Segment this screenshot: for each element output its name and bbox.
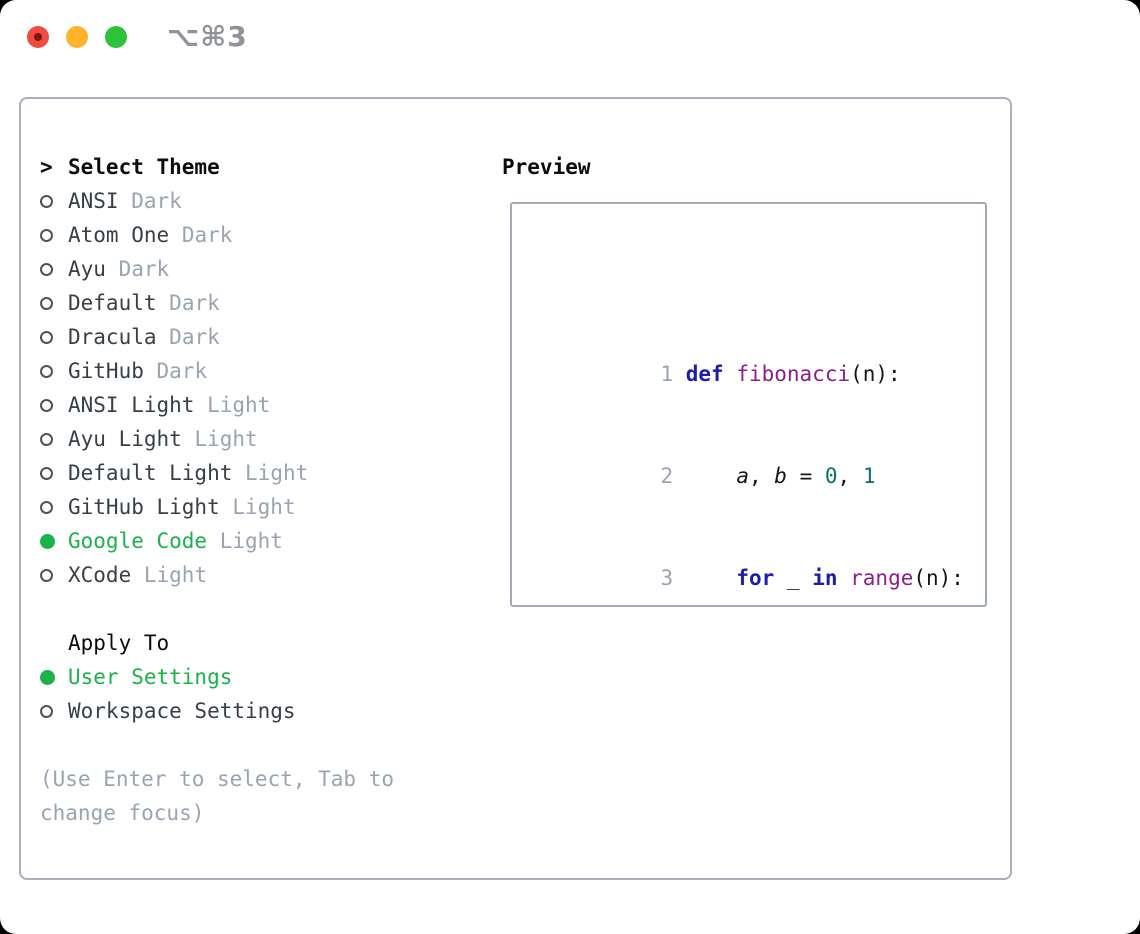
minimize-button-icon[interactable] [66, 26, 88, 48]
radio-unselected-icon [40, 568, 53, 582]
code-line: 1 def fibonacci(n): [660, 362, 901, 386]
close-button-icon[interactable] [27, 26, 49, 48]
code-preview: 1 def fibonacci(n): 2 a, b = 0, 1 3 for … [534, 255, 985, 605]
preview-pane: 1 def fibonacci(n): 2 a, b = 0, 1 3 for … [510, 202, 987, 607]
apply-to-header: Apply To [40, 626, 490, 660]
spacer [40, 728, 490, 762]
focus-caret-icon: > [40, 155, 53, 179]
radio-unselected-icon [40, 364, 53, 378]
radio-unselected-icon [40, 194, 53, 208]
theme-list-title: Select Theme [68, 155, 220, 179]
spacer [40, 592, 490, 626]
apply-option-workspace-settings[interactable]: Workspace Settings [40, 694, 490, 728]
help-text-line1: (Use Enter to select, Tab to [40, 767, 395, 791]
window-title: ⌥⌘3 [167, 20, 248, 53]
help-text-line2: change focus) [40, 801, 205, 825]
radio-unselected-icon [40, 228, 53, 242]
preview-title: Preview [502, 155, 591, 179]
theme-list-header: > Select Theme [40, 150, 490, 184]
radio-selected-icon [40, 533, 55, 549]
titlebar: ⌥⌘3 [0, 0, 1140, 74]
radio-unselected-icon [40, 500, 53, 514]
radio-unselected-icon [40, 262, 53, 276]
radio-unselected-icon [40, 466, 53, 480]
zoom-button-icon[interactable] [105, 26, 127, 48]
radio-unselected-icon [40, 296, 53, 310]
radio-unselected-icon [40, 432, 53, 446]
radio-unselected-icon [40, 330, 53, 344]
radio-selected-icon [40, 669, 55, 685]
radio-unselected-icon [40, 398, 53, 412]
code-line: 3 for _ in range(n): [660, 566, 964, 590]
apply-to-title: Apply To [68, 631, 170, 655]
radio-unselected-icon [40, 704, 53, 718]
code-line: 2 a, b = 0, 1 [660, 464, 876, 488]
apply-option-user-settings[interactable]: User Settings [40, 660, 490, 694]
